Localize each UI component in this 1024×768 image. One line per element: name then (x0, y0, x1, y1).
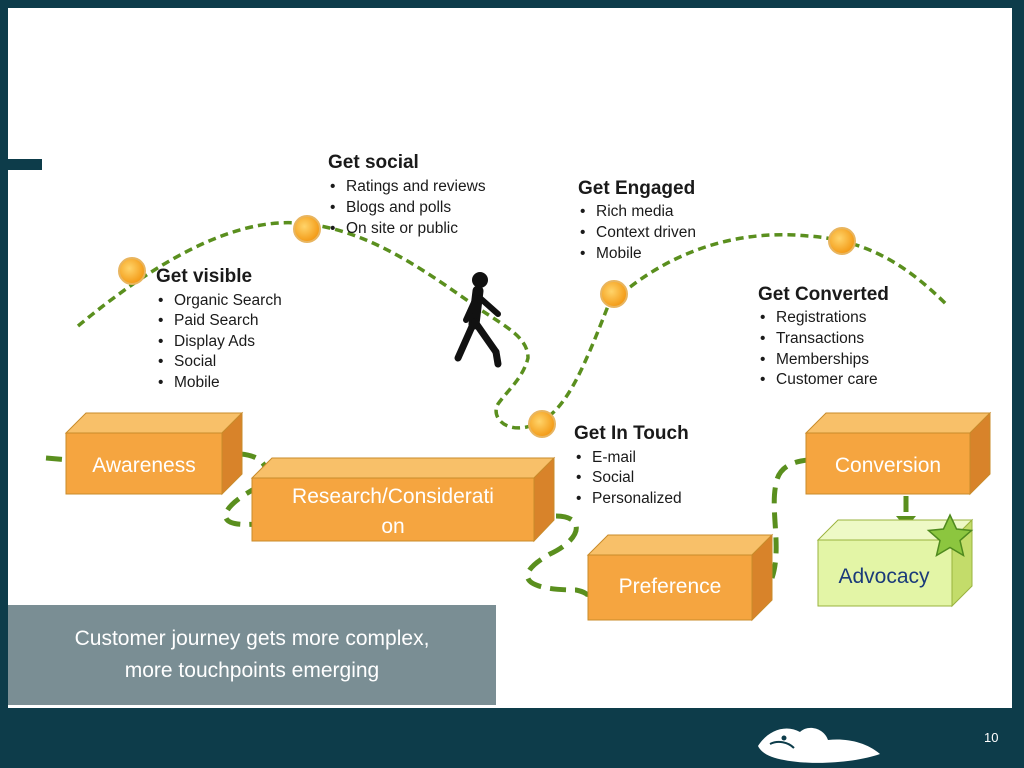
star-icon (926, 513, 974, 558)
group-item: Organic Search (174, 292, 282, 309)
svg-text:•: • (330, 178, 335, 195)
touchpoint-dot (293, 215, 321, 243)
stage-box-awareness: Awareness (64, 411, 244, 496)
group-title: Get Converted (758, 284, 889, 305)
svg-text:•: • (576, 469, 581, 486)
svg-text:•: • (158, 333, 163, 350)
group-item: Registrations (776, 309, 867, 326)
page-number: 10 (984, 730, 999, 745)
svg-text:•: • (158, 353, 163, 370)
walking-person-icon (454, 272, 502, 368)
svg-text:•: • (576, 490, 581, 507)
title-accent-bar (8, 159, 42, 170)
group-item: Mobile (596, 245, 642, 262)
touchpoint-dot (528, 410, 556, 438)
touchpoint-group-get-social: Get social • Ratings and reviews • Blogs a… (328, 152, 486, 237)
svg-text:•: • (576, 449, 581, 466)
group-item: Ratings and reviews (346, 178, 486, 195)
group-title: Get visible (156, 266, 252, 287)
stage-box-conversion: Conversion (804, 411, 992, 496)
group-item: Memberships (776, 351, 869, 368)
group-item: Customer care (776, 371, 878, 388)
group-item: Rich media (596, 203, 674, 220)
duck-logo-icon (758, 727, 880, 763)
caption-line: Customer journey gets more complex, (74, 627, 430, 650)
group-item: Social (592, 469, 634, 486)
stage-box-advocacy: Advocacy (816, 518, 974, 608)
touchpoint-dot (118, 257, 146, 285)
svg-text:•: • (760, 309, 765, 326)
svg-text:•: • (580, 224, 585, 241)
touchpoint-dot (600, 280, 628, 308)
group-item: Personalized (592, 490, 682, 507)
group-title: Get Engaged (578, 178, 695, 199)
group-item: Blogs and polls (346, 199, 451, 216)
stage-label: Advocacy (838, 565, 930, 588)
touchpoint-group-get-converted: Get Converted • Registrations • Transactio… (758, 284, 889, 388)
group-item: On site or public (346, 220, 458, 237)
svg-text:•: • (760, 371, 765, 388)
caption-line: more touchpoints emerging (124, 659, 380, 682)
group-item: Mobile (174, 374, 220, 391)
group-item: Display Ads (174, 333, 255, 350)
stage-box-research-consideration: Research/Considerati on (250, 456, 556, 543)
svg-text:•: • (760, 351, 765, 368)
touchpoint-group-get-engaged: Get Engaged •Rich media •Context driven … (578, 178, 696, 262)
customer-journey-diagram: Get visible • Organic Search • Paid Search… (45, 152, 992, 622)
svg-text:•: • (158, 374, 163, 391)
stage-label: Conversion (835, 454, 941, 477)
touchpoint-group-get-in-touch: Get In Touch • E-mail • Social • Personaliz… (574, 423, 689, 507)
touchpoint-group-get-visible: Get visible • Organic Search • Paid Search… (156, 266, 282, 391)
svg-text:•: • (330, 199, 335, 216)
group-item: Transactions (776, 330, 864, 347)
group-item: Context driven (596, 224, 696, 241)
svg-text:•: • (760, 330, 765, 347)
stage-label: Research/Considerati (292, 485, 494, 508)
stage-label: Preference (619, 575, 722, 598)
svg-text:•: • (580, 245, 585, 262)
stage-label: Awareness (92, 454, 196, 477)
caption-box: Customer journey gets more complex, more… (8, 605, 496, 705)
stage-box-preference: Preference (586, 533, 774, 622)
svg-text:•: • (330, 220, 335, 237)
svg-text:•: • (158, 292, 163, 309)
slide: Get visible • Organic Search • Paid Search… (8, 8, 1012, 708)
group-item: E-mail (592, 449, 636, 466)
svg-text:•: • (158, 312, 163, 329)
stage-label: on (381, 515, 404, 538)
svg-text:•: • (580, 203, 585, 220)
group-item: Social (174, 353, 216, 370)
group-title: Get In Touch (574, 423, 689, 444)
touchpoint-dot (828, 227, 856, 255)
group-item: Paid Search (174, 312, 258, 329)
group-title: Get social (328, 152, 419, 173)
